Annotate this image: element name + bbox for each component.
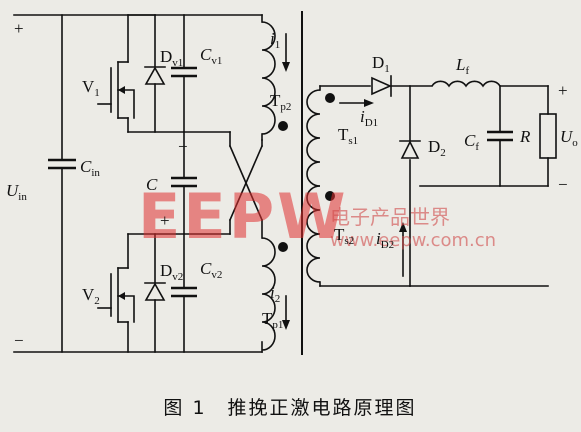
label-ts2: Ts2 [334,225,354,247]
capacitor-c [171,131,197,235]
watermark-cn: 电子产品世界 [330,205,450,229]
label-r: R [519,127,531,146]
diode-dv1 [127,14,166,133]
label-id2: iD2 [376,229,394,251]
label-minus-right: − [558,175,568,194]
diode-d1 [339,75,392,107]
label-c-minus: − [178,137,188,156]
label-i2: i2 [270,283,280,305]
label-dv1: Dv1 [160,47,183,69]
inductor-lf [431,80,501,88]
diode-dv2 [144,233,166,353]
label-d1: D1 [372,53,390,75]
resistor-r [539,85,557,187]
winding-ts1 [306,85,335,187]
capacitor-cv1 [171,14,197,133]
watermark-url: www.eepw.com.cn [330,230,496,251]
label-ts1: Ts1 [338,125,358,147]
capacitor-cf [487,85,513,187]
switch-v1 [97,14,135,133]
label-plus-right: + [558,81,568,100]
label-d2: D2 [428,137,446,159]
label-i1: i1 [270,29,280,51]
figure-caption: 图 1 推挽正激电路原理图 [163,397,416,419]
label-cv2: Cv2 [200,259,222,281]
label-cv1: Cv1 [200,45,222,67]
capacitor-cv2 [171,233,197,353]
label-c: C [146,175,158,194]
eepw-watermark: EEPW 电子产品世界 www.eepw.com.cn [138,180,496,253]
switch-v2 [97,233,135,353]
diode-d2 [399,140,421,277]
label-lf: Lf [455,55,469,77]
label-v1: V1 [82,77,100,99]
labels: + − Uin Cin V1 V2 Dv1 Dv2 Cv1 Cv2 C − + … [6,19,578,350]
label-v2: V2 [82,285,100,307]
capacitor-cin [48,14,76,353]
label-c-plus: + [160,211,170,230]
winding-ts2 [306,185,335,287]
label-cf: Cf [464,131,479,153]
label-id1: iD1 [360,107,378,129]
secondary-wiring [319,85,549,287]
label-uo: Uo [560,127,578,149]
cross-wires [228,131,264,239]
label-uin: Uin [6,181,27,203]
label-plus-left: + [14,19,24,38]
label-minus-left: − [14,331,24,350]
label-tp2: Tp2 [270,91,291,113]
label-dv2: Dv2 [160,261,183,283]
label-cin: Cin [80,157,100,179]
winding-tp2 [261,14,290,141]
winding-tp1 [261,237,290,353]
watermark-logo: EEPW [138,180,349,253]
label-tp1: Tp1 [262,309,283,331]
